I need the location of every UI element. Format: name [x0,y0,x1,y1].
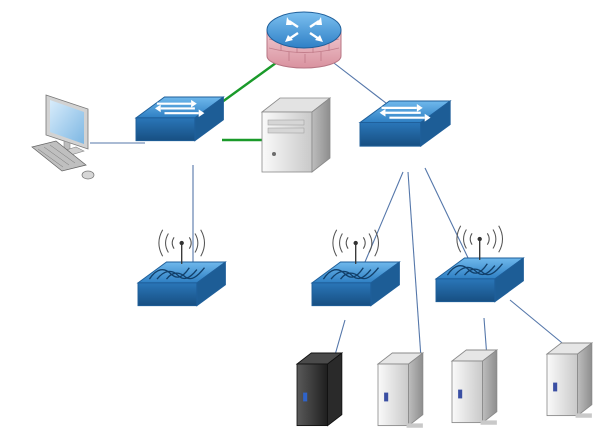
tower-device-white-2-icon[interactable] [451,349,498,426]
tower-device-white-1-icon[interactable] [377,352,424,429]
link-router-switch-right [329,59,396,111]
server-icon[interactable] [260,97,332,173]
link-ap-right-device-white-3 [509,299,568,348]
link-ap-middle-device-black [334,319,346,356]
wireless-access-point-left-icon[interactable] [137,229,227,307]
switch-right-icon[interactable] [358,99,452,148]
router-firewall-icon[interactable] [266,11,342,69]
link-switch-right-device-white-1 [407,171,422,359]
workstation-icon[interactable] [31,94,95,180]
tower-device-black-icon[interactable] [296,352,343,427]
wireless-access-point-right-icon[interactable] [435,225,525,303]
switch-left-icon[interactable] [134,95,225,142]
link-switch-right-ap-right [424,167,471,263]
wireless-access-point-middle-icon[interactable] [311,229,401,307]
tower-device-white-3-icon[interactable] [546,342,593,419]
